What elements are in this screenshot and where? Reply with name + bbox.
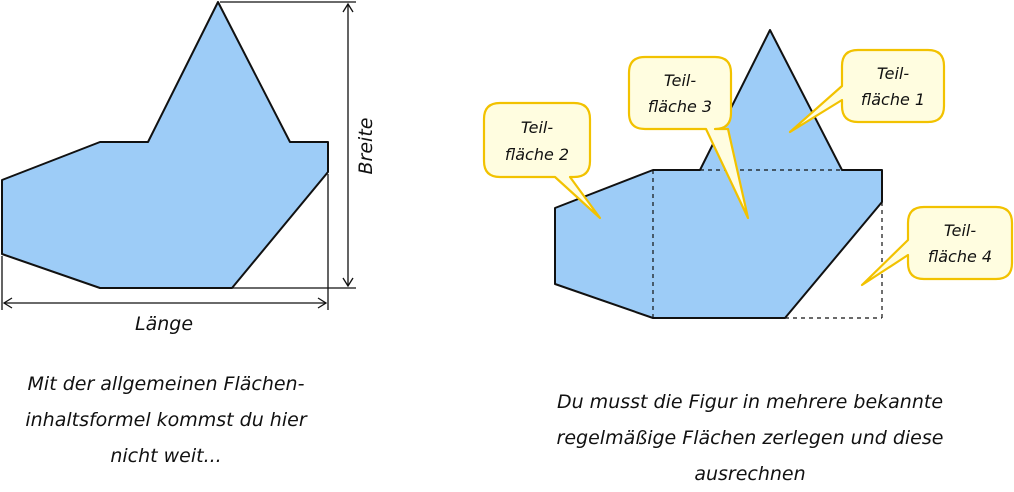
bubble-2: Teil- fläche 2 <box>482 101 602 220</box>
bubble-3-line1: Teil- <box>664 71 697 90</box>
left-caption-line-1: Mit der allgemeinen Flächen- <box>27 373 305 395</box>
bubble-4-line2: fläche 4 <box>928 247 992 266</box>
right-caption-line-3: ausrechnen <box>694 463 806 485</box>
right-caption-line-2: regelmäßige Flächen zerlegen und diese <box>556 427 944 449</box>
width-label: Länge <box>135 313 193 335</box>
bubble-1: Teil- fläche 1 <box>788 48 946 134</box>
bubble-3-line2: fläche 3 <box>648 97 712 116</box>
right-caption: Du musst die Figur in mehrere bekannte r… <box>505 384 995 492</box>
bubble-2-line1: Teil- <box>521 118 554 137</box>
bubble-2-line2: fläche 2 <box>505 145 569 164</box>
left-caption-line-2: inhaltsformel kommst du hier <box>25 409 307 431</box>
right-caption-line-1: Du musst die Figur in mehrere bekannte <box>556 391 944 413</box>
left-caption: Mit der allgemeinen Flächen- inhaltsform… <box>0 366 332 474</box>
bubble-4: Teil- fläche 4 <box>860 205 1014 287</box>
bubble-1-line1: Teil- <box>877 64 910 83</box>
height-label: Breite <box>355 118 377 175</box>
left-caption-line-3: nicht weit... <box>110 445 222 467</box>
right-shape <box>554 29 883 319</box>
left-shape <box>1 1 329 289</box>
decomposition-lines <box>652 169 883 319</box>
bubble-1-line2: fläche 1 <box>861 90 925 109</box>
bubble-3: Teil- fläche 3 <box>627 55 750 220</box>
width-dimension <box>1 174 329 310</box>
bubble-4-line1: Teil- <box>944 221 977 240</box>
height-dimension <box>220 1 356 289</box>
